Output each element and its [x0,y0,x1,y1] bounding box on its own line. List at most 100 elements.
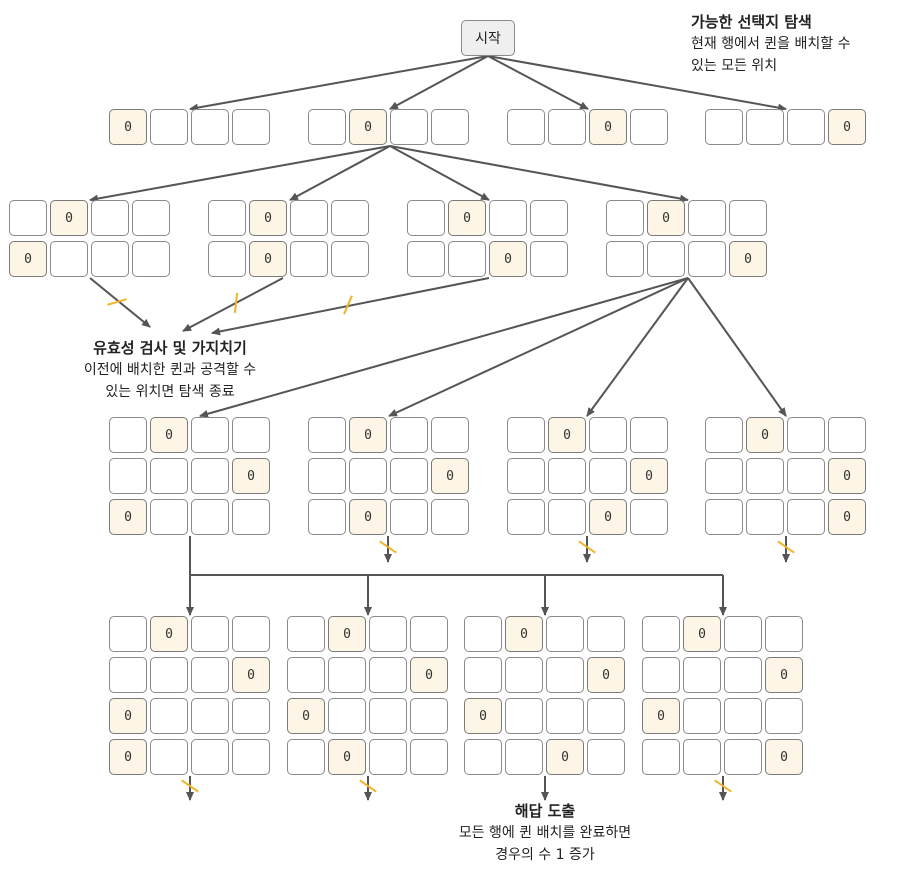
empty-cell [9,200,47,236]
empty-cell [507,458,545,494]
empty-cell [505,698,543,734]
arrow-edge [487,55,589,110]
empty-cell [546,616,584,652]
empty-cell [290,200,328,236]
prune-mark-icon [379,540,397,554]
empty-cell [746,109,784,145]
queen-cell: 0 [828,499,866,535]
empty-cell [410,616,448,652]
empty-cell [464,657,502,693]
note-prune-line-1: 이전에 배치한 퀸과 공격할 수 [83,362,257,378]
queen-cell: 0 [328,739,366,775]
queen-cell: 0 [328,616,366,652]
arrow-edge [487,55,787,112]
empty-cell [208,241,246,277]
empty-cell [369,616,407,652]
arrow-edge [388,277,689,417]
empty-cell [505,657,543,693]
empty-cell [132,200,170,236]
note-validity-pruning: 유효성 검사 및 가지치기 이전에 배치한 퀸과 공격할 수 있는 위치면 탐색… [40,337,300,403]
empty-cell [787,458,825,494]
empty-cell [683,657,721,693]
queen-cell: 0 [109,109,147,145]
empty-cell [448,241,486,277]
empty-cell [431,109,469,145]
empty-cell [150,657,188,693]
queen-cell: 0 [349,417,387,453]
empty-cell [606,200,644,236]
empty-cell [587,616,625,652]
queen-cell: 0 [349,499,387,535]
empty-cell [705,458,743,494]
prune-mark-icon [181,779,199,793]
arrow-edge [199,277,689,418]
empty-cell [724,739,762,775]
empty-cell [132,241,170,277]
empty-cell [390,458,428,494]
note-solution-title: 해답 도출 [514,802,576,820]
empty-cell [109,458,147,494]
arrow-edge [211,277,490,336]
queen-cell: 0 [505,616,543,652]
empty-cell [150,109,188,145]
empty-cell [606,241,644,277]
empty-cell [328,698,366,734]
empty-cell [746,499,784,535]
empty-cell [705,417,743,453]
empty-cell [630,109,668,145]
empty-cell [109,657,147,693]
empty-cell [489,200,527,236]
arrow-edge [687,277,787,417]
queen-cell: 0 [729,241,767,277]
empty-cell [431,417,469,453]
empty-cell [369,698,407,734]
queen-cell: 0 [50,200,88,236]
empty-cell [328,657,366,693]
empty-cell [410,698,448,734]
empty-cell [464,616,502,652]
queen-cell: 0 [589,109,627,145]
queen-cell: 0 [546,739,584,775]
queen-cell: 0 [647,200,685,236]
empty-cell [431,499,469,535]
empty-cell [587,739,625,775]
empty-cell [150,739,188,775]
empty-cell [507,109,545,145]
empty-cell [546,657,584,693]
empty-cell [308,417,346,453]
queen-cell: 0 [489,241,527,277]
empty-cell [290,241,328,277]
empty-cell [507,417,545,453]
queen-cell: 0 [448,200,486,236]
empty-cell [683,739,721,775]
empty-cell [287,657,325,693]
empty-cell [642,616,680,652]
empty-cell [765,616,803,652]
empty-cell [308,109,346,145]
empty-cell [683,698,721,734]
empty-cell [724,657,762,693]
queen-cell: 0 [109,698,147,734]
queen-cell: 0 [464,698,502,734]
empty-cell [642,739,680,775]
queen-cell: 0 [431,458,469,494]
empty-cell [191,657,229,693]
empty-cell [109,417,147,453]
empty-cell [191,109,229,145]
empty-cell [507,499,545,535]
empty-cell [787,417,825,453]
empty-cell [191,739,229,775]
empty-cell [505,739,543,775]
empty-cell [191,698,229,734]
empty-cell [390,417,428,453]
empty-cell [705,109,743,145]
empty-cell [765,698,803,734]
empty-cell [746,458,784,494]
empty-cell [208,200,246,236]
empty-cell [724,616,762,652]
queen-cell: 0 [765,739,803,775]
empty-cell [530,200,568,236]
note-prune-title: 유효성 검사 및 가지치기 [93,339,247,357]
queen-cell: 0 [828,109,866,145]
empty-cell [589,458,627,494]
